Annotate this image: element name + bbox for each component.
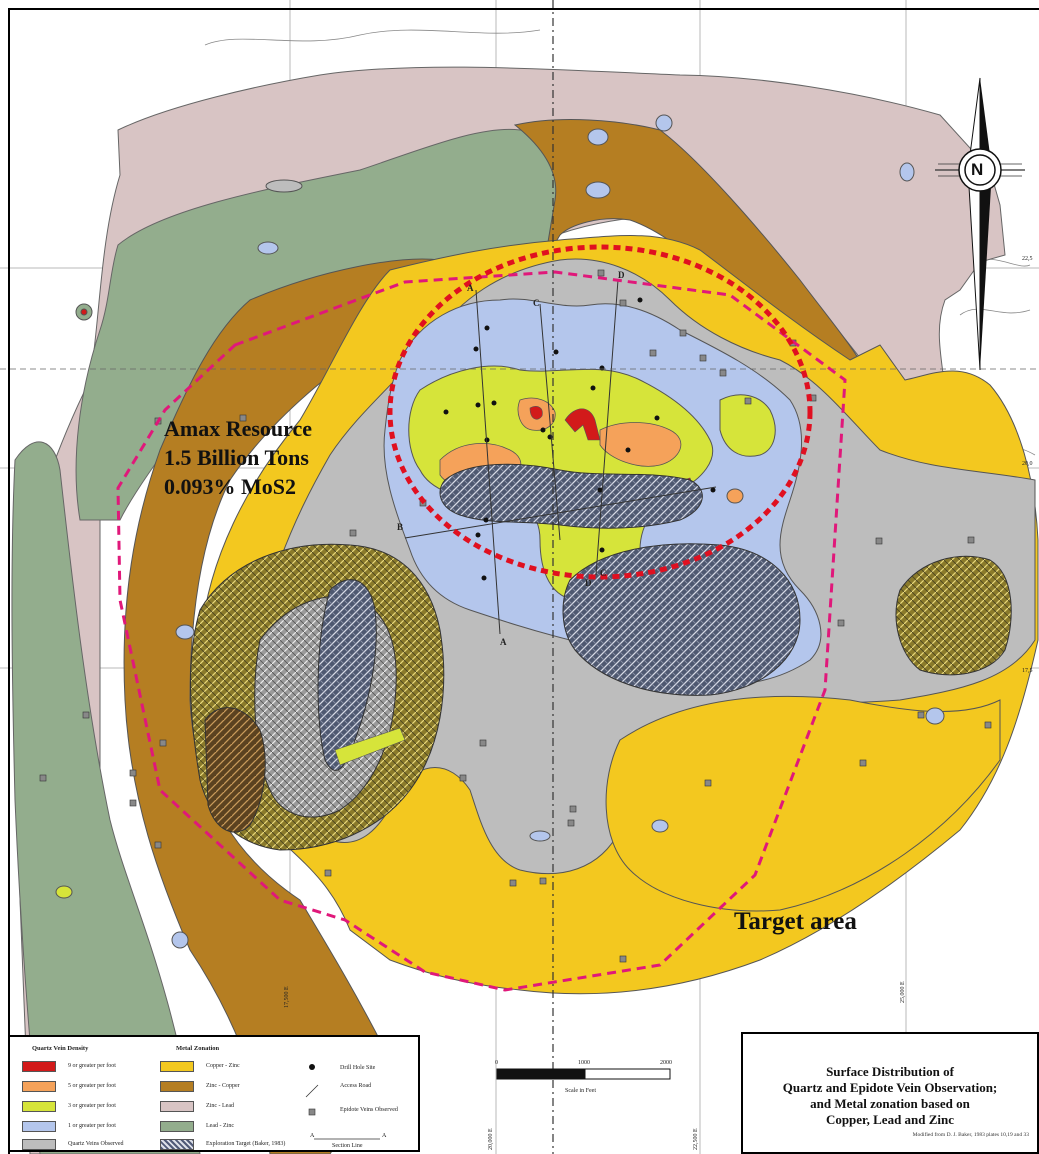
- map-credit: Modified from D. J. Baker, 1983 plates 1…: [912, 1132, 1029, 1138]
- legend-swatch-zinc-copper: [160, 1081, 194, 1092]
- legend-swatch-density-1: [22, 1121, 56, 1132]
- outer-target-outline: [116, 270, 847, 992]
- legend-label-density-3: 3 or greater per foot: [68, 1103, 116, 1109]
- map-title-box: Surface Distribution of Quartz and Epido…: [741, 1032, 1039, 1154]
- legend-label-drill-hole: Drill Hole Site: [340, 1065, 376, 1071]
- legend-label-zinc-copper: Zinc - Copper: [206, 1083, 240, 1089]
- section-letter-b-west: B: [397, 522, 404, 532]
- legend-label-epidote: Epidote Veins Observed: [340, 1107, 398, 1113]
- legend-metal-header: Metal Zonation: [176, 1045, 220, 1052]
- section-letter-c-south: C: [600, 568, 607, 578]
- vein-density-3-east: [719, 394, 776, 457]
- north-arrow: [935, 77, 1025, 371]
- legend-swatch-zinc-lead: [160, 1101, 194, 1112]
- exploration-target-west-blue: [317, 579, 377, 771]
- legend-label-density-5: 5 or greater per foot: [68, 1083, 116, 1089]
- legend-label-density-9: 9 or greater per foot: [68, 1063, 116, 1069]
- section-letter-c-north: C: [533, 298, 540, 308]
- map-title: Surface Distribution of Quartz and Epido…: [782, 1064, 998, 1127]
- svg-text:A: A: [382, 1133, 387, 1139]
- legend-label-lead-zinc: Lead - Zinc: [206, 1123, 234, 1129]
- epidote-vein-markers: [39, 269, 992, 963]
- grid-label-east-3: 22,500 E: [693, 1128, 699, 1150]
- section-letter-d-south: D: [585, 578, 592, 588]
- inner-target-outline: [387, 244, 813, 580]
- legend-label-exploration-target: Exploration Target (Baker, 1983): [206, 1141, 286, 1147]
- north-arrow-label: N: [971, 160, 984, 179]
- grid-label-east-2: 20,000 E: [488, 1128, 494, 1150]
- scale-label-2000: 2000: [660, 1060, 672, 1066]
- exploration-target-west-brown: [204, 707, 266, 833]
- scale-caption: Scale in Feet: [565, 1088, 596, 1094]
- exploration-target-east: [895, 555, 1012, 676]
- drill-hole-sites: [443, 297, 716, 581]
- section-lines: [404, 279, 717, 635]
- legend-label-access-road: Access Road: [340, 1083, 372, 1089]
- grid-label-north-1: 22,5: [1022, 256, 1033, 262]
- map-legend: Quartz Vein Density Metal Zonation 9 or …: [8, 1035, 420, 1152]
- legend-swatch-exploration-target: [160, 1139, 194, 1150]
- vein-density-3-west: [334, 727, 406, 766]
- legend-quartz-header: Quartz Vein Density: [32, 1045, 89, 1052]
- copper-zinc-island: [605, 695, 1001, 912]
- section-letter-d-north: D: [618, 270, 625, 280]
- exploration-target-southeast: [562, 543, 801, 696]
- legend-label-quartz-observed: Quartz Veins Observed: [68, 1141, 124, 1147]
- legend-label-zinc-lead: Zinc - Lead: [206, 1103, 234, 1109]
- grid-label-north-2: 20,0: [1022, 461, 1033, 467]
- resource-annotation: Amax Resource 1.5 Billion Tons 0.093% Mo…: [164, 416, 313, 499]
- section-letter-a-north: A: [467, 283, 474, 293]
- grid-label-east-4: 25,000 E: [900, 981, 906, 1003]
- legend-swatch-quartz-observed: [22, 1139, 56, 1150]
- exploration-target-center: [439, 463, 703, 529]
- legend-swatch-density-5: [22, 1081, 56, 1092]
- legend-swatch-density-9: [22, 1061, 56, 1072]
- svg-text:A: A: [310, 1133, 315, 1139]
- legend-label-copper-zinc: Copper - Zinc: [206, 1063, 240, 1069]
- legend-swatch-copper-zinc: [160, 1061, 194, 1072]
- small-outcrops: [55, 114, 945, 949]
- grid-label-north-3: 17,5: [1022, 668, 1033, 674]
- legend-swatch-lead-zinc: [160, 1121, 194, 1132]
- target-area-label: Target area: [734, 908, 857, 935]
- section-letter-a-south: A: [500, 637, 507, 647]
- legend-symbols: A A: [305, 1064, 387, 1140]
- grid-label-east-1: 17,500 E: [284, 986, 290, 1008]
- zinc-copper-zone-west: [123, 258, 441, 1154]
- scale-label-0: 0: [495, 1060, 498, 1066]
- scale-label-1000: 1000: [578, 1060, 590, 1066]
- legend-label-density-1: 1 or greater per foot: [68, 1123, 116, 1129]
- scale-bar: [496, 1068, 671, 1080]
- legend-swatch-density-3: [22, 1101, 56, 1112]
- legend-label-section-line: Section Line: [332, 1143, 363, 1149]
